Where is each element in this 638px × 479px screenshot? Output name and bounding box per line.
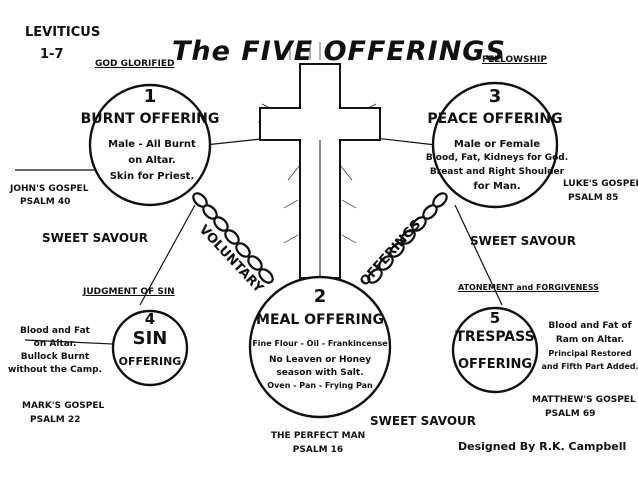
offering-4-name-top: SIN [132,328,168,349]
offering-2-desc-line: season with Salt. [276,368,364,378]
sin-offering-circle [111,309,189,387]
burnt-offering-circle [88,83,212,207]
book-label: LEVITICUS [25,25,101,40]
offering-1-desc-line: Male - All Burnt [108,139,196,150]
fellowship-label: FELLOWSHIP [482,55,547,65]
left-chain [192,192,274,284]
matthews-gospel: MATTHEW'S GOSPEL [532,395,636,405]
trespass-desc-line: Blood and Fat of [548,321,632,331]
page-title: The FIVE OFFERINGS [172,36,506,67]
designer-credit: Designed By R.K. Campbell [458,440,627,453]
atonement-label: ATONEMENT and FORGIVENESS [458,283,599,292]
lukes-gospel: LUKE'S GOSPEL [563,179,638,189]
perfect-man: THE PERFECT MAN [270,431,366,441]
meal-offering-circle [248,275,392,419]
offering-2-desc-line: Oven - Pan - Frying Pan [267,381,373,390]
offering-2-name: MEAL OFFERING [256,312,384,328]
sweet-savour-left: SWEET SAVOUR [42,231,149,245]
offering-2-desc-line: Fine Flour - Oil - Frankincense [252,339,388,348]
sweet-savour-bottom: SWEET SAVOUR [370,414,477,428]
connector-line [139,204,196,306]
sin-desc-line: Bullock Burnt [20,352,90,362]
offering-3-name: PEACE OFFERING [427,111,563,127]
offering-3-desc-line: Breast and Right Shoulder [429,167,565,177]
offering-4-number: 4 [144,310,156,328]
offering-3-desc-line: Blood, Fat, Kidneys for God. [425,153,569,163]
offering-3-number: 3 [488,86,502,107]
offering-1-desc-line: on Altar. [128,155,176,166]
marks-gospel: MARK'S GOSPEL [22,401,105,411]
psalm-16: PSALM 16 [292,445,344,455]
trespass-offering-circle [451,306,539,394]
offering-5-number: 5 [489,309,501,327]
peace-offering-circle [431,81,559,209]
psalm-85: PSALM 85 [568,193,619,203]
god-glorified-label: GOD GLORIFIED [95,59,175,69]
offering-5-name-top: TRESPASS [455,329,535,345]
psalm-69: PSALM 69 [545,409,596,419]
offering-5-name-bottom: OFFERING [457,357,533,372]
offering-2-number: 2 [313,286,327,307]
johns-gospel: JOHN'S GOSPEL [10,184,89,194]
sin-desc-line: without the Camp. [8,365,102,375]
offering-1-number: 1 [143,86,157,107]
connector-line [374,137,437,146]
judgment-of-sin-label: JUDGMENT OF SIN [83,287,175,297]
offering-3-desc-line: for Man. [473,181,521,192]
psalm-40: PSALM 40 [20,197,71,207]
chapters-label: 1-7 [40,47,64,62]
offering-1-desc-line: Skin for Priest. [109,171,195,182]
trespass-desc-line: Ram on Altar. [555,335,625,345]
trespass-desc-line: and Fifth Part Added. [541,362,638,371]
psalm-22: PSALM 22 [30,415,81,425]
right-chain [367,192,448,284]
offering-1-name: BURNT OFFERING [80,111,220,127]
offering-4-name-bottom: OFFERING [118,355,182,368]
sin-desc-line: Blood and Fat [20,326,90,336]
connector-line [454,204,503,306]
offering-3-desc-line: Male or Female [453,139,541,150]
cross [259,63,381,279]
offering-2-desc-line: No Leaven or Honey [268,355,372,365]
sin-desc-line: on Altar. [33,339,77,349]
trespass-desc-line: Principal Restored [548,349,632,358]
sweet-savour-right: SWEET SAVOUR [470,234,577,248]
